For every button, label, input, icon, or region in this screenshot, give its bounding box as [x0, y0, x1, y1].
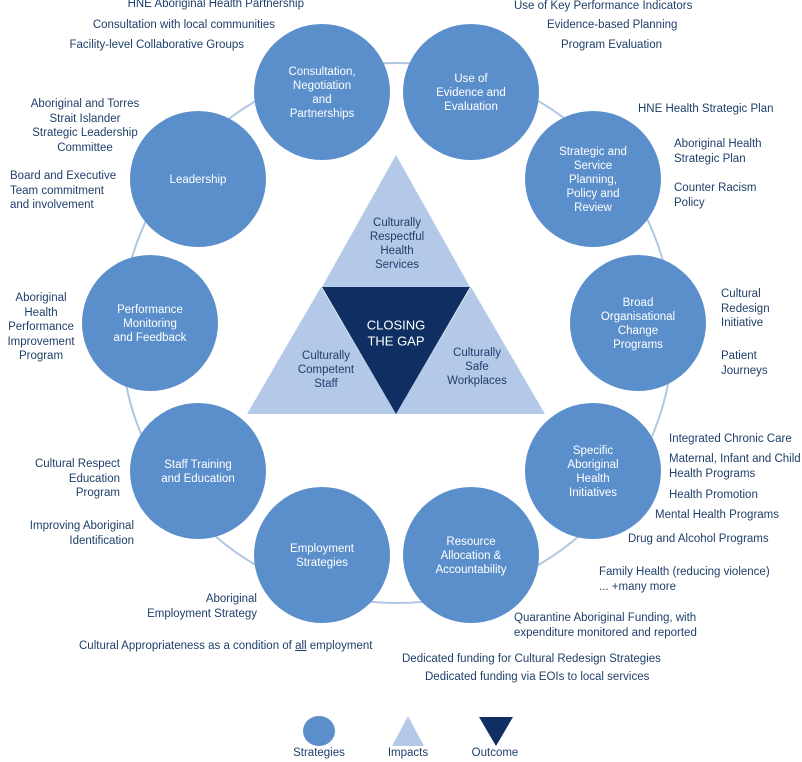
- strategy-circle-evaluation: [403, 24, 539, 160]
- legend-impacts-symbol: [392, 716, 424, 746]
- note-cultural-appropriateness: Cultural Appropriateness as a condition …: [79, 640, 373, 652]
- note-program-evaluation: Program Evaluation: [561, 39, 662, 51]
- legend-strategies-label: Strategies: [293, 747, 345, 759]
- strategy-circle-training: [130, 403, 266, 539]
- strategy-circle-consultation: [254, 24, 390, 160]
- strategy-circle-performance: [82, 255, 218, 391]
- note-evidence-planning: Evidence-based Planning: [547, 19, 678, 31]
- note-health-promotion: Health Promotion: [669, 489, 758, 501]
- strategy-circle-initiatives: [525, 403, 661, 539]
- strategy-circle-resource: [403, 487, 539, 623]
- legend-impacts-label: Impacts: [387, 747, 429, 759]
- note-chronic-care: Integrated Chronic Care: [669, 433, 792, 445]
- impact-triangle-top: [322, 155, 470, 287]
- impact-triangle-left: [247, 287, 396, 414]
- strategy-label-leadership: Leadership: [170, 174, 227, 186]
- strategy-circle-change: [570, 255, 706, 391]
- strategy-circle-leadership: [130, 111, 266, 247]
- note-hne-partnership: HNE Aboriginal Health Partnership: [127, 0, 304, 10]
- strategy-circle-planning: [525, 111, 661, 247]
- note-mental-health: Mental Health Programs: [655, 509, 779, 521]
- note-family-health: Family Health (reducing violence)... +ma…: [599, 566, 770, 593]
- legend-strategies-symbol: [303, 716, 335, 746]
- note-drug-alcohol: Drug and Alcohol Programs: [628, 533, 769, 545]
- note-consultation-communities: Consultation with local communities: [92, 19, 275, 31]
- note-hne-strategic-plan: HNE Health Strategic Plan: [638, 103, 774, 115]
- note-dedicated-cultural: Dedicated funding for Cultural Redesign …: [402, 653, 661, 665]
- legend-outcome-label: Outcome: [471, 747, 519, 759]
- legend-outcome-symbol: [479, 717, 513, 746]
- strategy-circle-employment: [254, 487, 390, 623]
- note-facility-groups: Facility-level Collaborative Groups: [69, 39, 244, 51]
- impact-triangle-right: [396, 287, 545, 414]
- note-kpi: Use of Key Performance Indicators: [514, 0, 693, 12]
- outcome-triangle: [322, 287, 470, 414]
- note-dedicated-eois: Dedicated funding via EOIs to local serv…: [425, 671, 650, 683]
